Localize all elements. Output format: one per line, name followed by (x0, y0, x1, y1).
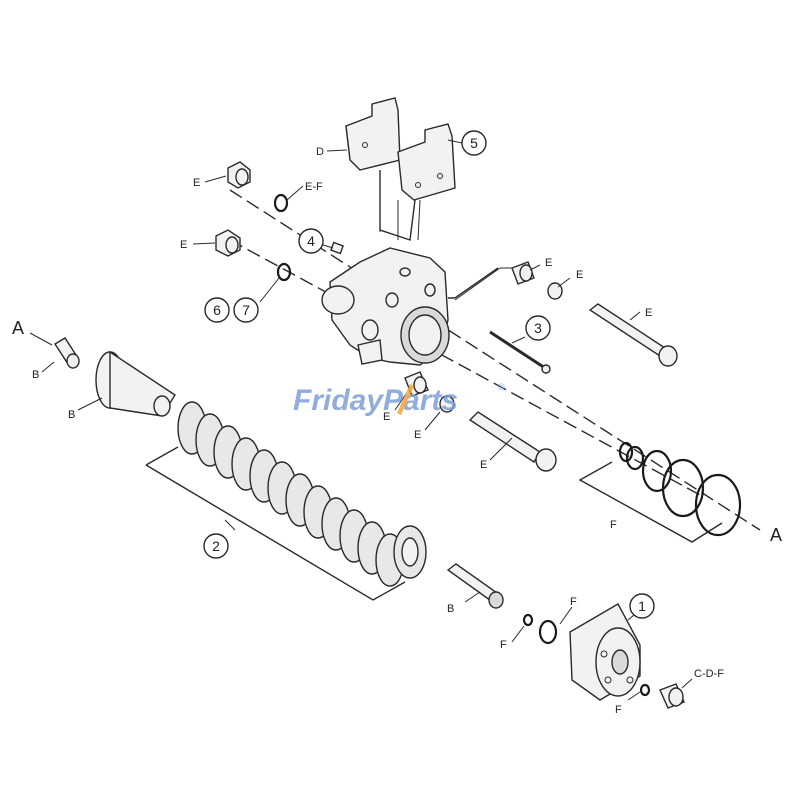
svg-text:3: 3 (534, 320, 542, 336)
plug-cdf (659, 683, 685, 709)
label-e-washer-center: E (383, 411, 390, 423)
label-f-seals: F (610, 519, 617, 531)
svg-text:7: 7 (242, 302, 250, 318)
valve-housing (321, 247, 450, 366)
bush-e-right (511, 261, 535, 285)
part-4-small-fitting (330, 241, 344, 255)
oring-f-plug (639, 683, 651, 697)
label-e-washer-right: E (576, 269, 583, 281)
label-e-nut-top: E (193, 177, 200, 189)
nut-e-top (227, 161, 251, 189)
head-b-left (95, 350, 176, 417)
label-e-bush-right: E (545, 257, 552, 269)
label-b-head-left: B (68, 409, 75, 421)
callout-2: 2 (203, 533, 229, 559)
watermark-left: Friday (293, 384, 384, 417)
watermark-logo: FridayParts ® (293, 382, 505, 417)
watermark-registered: ® (498, 382, 505, 392)
svg-text:4: 4 (307, 233, 315, 249)
label-f-oring-large: F (570, 596, 577, 608)
callout-7: 7 (233, 297, 259, 323)
callout-3: 3 (525, 315, 551, 341)
callout-4: 4 (298, 228, 324, 254)
bolt-3 (489, 330, 551, 374)
svg-text:2: 2 (212, 538, 220, 554)
label-f-oring-small: F (500, 639, 507, 651)
svg-text:FridayParts: FridayParts (293, 384, 458, 417)
label-d-pad: D (316, 146, 324, 158)
callout-6: 6 (204, 297, 230, 323)
cylinder-cap-1 (569, 603, 641, 701)
spring-2 (177, 401, 427, 587)
label-f-oring-plug: F (615, 704, 622, 716)
label-b-pin-left: B (32, 369, 39, 381)
watermark-right: Parts (383, 384, 458, 417)
label-ef-oring-top: E-F (305, 181, 323, 193)
pin-b-left (54, 337, 80, 369)
section-marker-a-right: A (770, 525, 782, 545)
label-cdf-plug: C-D-F (694, 668, 724, 680)
watermark-slash-icon (397, 384, 414, 415)
bracket-housing (379, 170, 499, 299)
leader-lines (41, 139, 693, 701)
oring-f-small (522, 613, 534, 627)
label-b-rod: B (447, 603, 454, 615)
bracket-seals-f (578, 461, 723, 543)
nut-e-mid (215, 229, 241, 257)
oring-67 (276, 262, 292, 282)
label-e-bolt-right: E (645, 307, 652, 319)
seal-set-f (618, 441, 742, 537)
label-e-nut-mid: E (180, 239, 187, 251)
section-marker-a-left: A (12, 318, 24, 338)
callout-1: 1 (629, 593, 655, 619)
oring-f-large (538, 619, 558, 645)
bolt-e-center (468, 411, 557, 472)
label-e-bush-center: E (414, 429, 421, 441)
pad-d (345, 97, 401, 171)
bracket-spring-2 (145, 446, 406, 601)
label-e-bolt-center: E (480, 459, 487, 471)
svg-text:6: 6 (213, 302, 221, 318)
bolt-e-right (588, 303, 678, 367)
svg-text:1: 1 (638, 598, 646, 614)
rod-b (446, 563, 504, 609)
svg-text:5: 5 (470, 135, 478, 151)
washer-e-center (439, 395, 455, 413)
callout-5: 5 (461, 130, 487, 156)
oring-ef-top (273, 193, 289, 213)
